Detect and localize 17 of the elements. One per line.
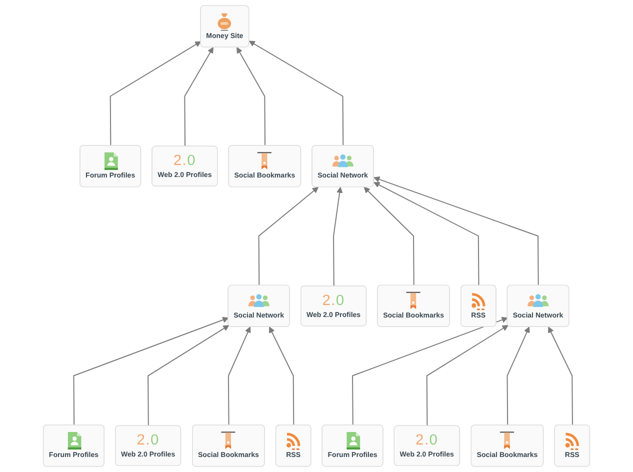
arrow bbox=[148, 325, 230, 426]
arrow bbox=[548, 326, 573, 426]
arrow bbox=[426, 325, 508, 426]
arrow bbox=[228, 326, 251, 426]
arrow bbox=[506, 326, 530, 426]
arrow bbox=[248, 40, 344, 146]
arrow bbox=[110, 41, 202, 146]
arrow bbox=[352, 316, 508, 426]
arrow bbox=[236, 47, 266, 146]
arrow bbox=[374, 176, 539, 286]
arrow bbox=[269, 326, 294, 426]
arrow bbox=[364, 186, 414, 286]
arrow bbox=[374, 182, 480, 286]
arrow bbox=[258, 186, 319, 286]
arrow bbox=[333, 186, 343, 287]
arrow bbox=[184, 47, 214, 147]
arrow bbox=[73, 316, 229, 426]
